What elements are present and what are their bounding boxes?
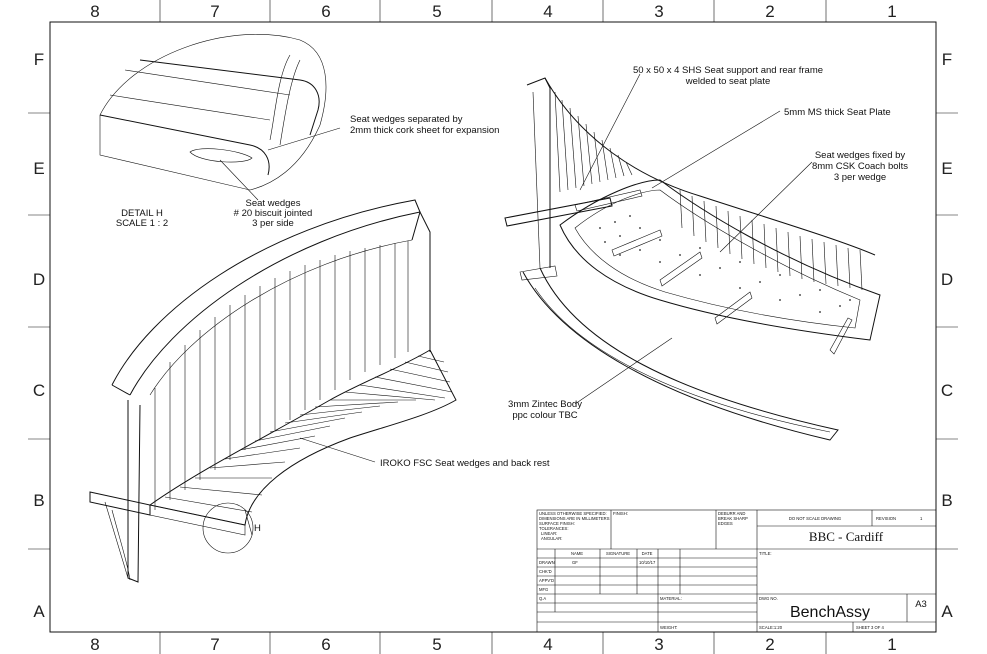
tb-col-date: DATE	[642, 551, 653, 556]
leader-iroko	[299, 437, 376, 463]
zone-labels-bottom: 8 7 6 5 4 3 2 1	[90, 635, 896, 654]
tb-finish: FINISH:	[613, 511, 628, 516]
tb-unless-1: UNLESS OTHERWISE SPECIFIED:	[539, 511, 607, 516]
leader-shs	[579, 73, 641, 191]
zone-row-d: D	[941, 270, 953, 289]
zone-row-f: F	[34, 50, 44, 69]
zone-col-5: 5	[432, 635, 441, 654]
tb-row-chkd: CHK'D	[539, 569, 552, 574]
zone-row-b: B	[941, 491, 952, 510]
tb-dwg-no-label: DWG NO.	[759, 596, 778, 601]
zone-col-2: 2	[765, 635, 774, 654]
tb-scale: SCALE:1:20	[759, 625, 783, 630]
zone-row-a: A	[941, 602, 953, 621]
tb-deburr-3: EDGES	[718, 521, 733, 526]
tb-drawn-date: 10/10/17	[639, 560, 656, 565]
note-biscuit-line2: # 20 biscuit jointed	[234, 208, 313, 219]
tb-material-label: MATERIAL:	[660, 596, 682, 601]
tb-deburr-2: BREAK SHARP	[718, 516, 748, 521]
note-coach-bolts-line1: Seat wedges fixed by	[815, 150, 906, 161]
zone-col-3: 3	[654, 635, 663, 654]
leader-coach-bolts	[719, 161, 813, 253]
zone-col-4: 4	[543, 635, 552, 654]
zone-row-e: E	[941, 159, 952, 178]
tb-row-drawn: DRAWN	[539, 560, 555, 565]
tb-do-not-scale: DO NOT SCALE DRAWING	[789, 516, 841, 521]
note-body-line1: 3mm Zintec Body	[508, 399, 582, 410]
tb-unless-2: DIMENSIONS ARE IN MILLIMETERS	[539, 516, 610, 521]
zone-row-a: A	[33, 602, 45, 621]
zone-col-8: 8	[90, 2, 99, 21]
zone-col-6: 6	[321, 635, 330, 654]
zone-row-d: D	[33, 270, 45, 289]
zone-col-1: 1	[887, 635, 896, 654]
detail-h-view	[99, 34, 341, 201]
zone-labels-top: 8 7 6 5 4 3 2 1	[90, 2, 896, 21]
tb-drawn-name: GF	[572, 560, 578, 565]
zone-col-7: 7	[210, 2, 219, 21]
sheet-border	[28, 0, 958, 654]
zone-row-e: E	[33, 159, 44, 178]
note-shs-line1: 50 x 50 x 4 SHS Seat support and rear fr…	[633, 65, 823, 76]
tb-unless-3: SURFACE FINISH:	[539, 521, 575, 526]
tb-company: BBC - Cardiff	[809, 529, 884, 544]
zone-row-f: F	[942, 50, 952, 69]
zone-row-c: C	[941, 381, 953, 400]
note-coach-bolts-line3: 3 per wedge	[834, 172, 886, 183]
tb-title-label: TITLE:	[759, 551, 772, 556]
tb-unless-4: TOLERANCES:	[539, 526, 568, 531]
detail-title: DETAIL H	[121, 208, 163, 219]
zone-labels-left: F E D C B A	[33, 50, 45, 621]
tb-unless-5: LINEAR:	[541, 531, 557, 536]
detail-callout-letter: H	[254, 523, 261, 534]
detail-scale: SCALE 1 : 2	[116, 218, 168, 229]
note-body-line2: ppc colour TBC	[512, 410, 577, 421]
note-coach-bolts-line2: 8mm CSK Coach bolts	[812, 161, 908, 172]
tb-sheet: SHEET 3 OF 4	[856, 625, 885, 630]
leader-biscuit	[219, 159, 259, 201]
tb-revision: 1	[920, 516, 923, 521]
tb-dwg-no: BenchAssy	[790, 604, 870, 621]
tb-col-name: NAME	[571, 551, 583, 556]
zone-col-4: 4	[543, 2, 552, 21]
note-biscuit-line1: Seat wedges	[246, 198, 301, 209]
title-block	[536, 509, 937, 633]
zone-row-c: C	[33, 381, 45, 400]
zone-labels-right: F E D C B A	[941, 50, 953, 621]
tb-deburr-1: DEBURR AND	[718, 511, 745, 516]
note-shs-line2: welded to seat plate	[685, 76, 771, 87]
leader-seat-plate	[651, 110, 781, 189]
tb-unless-6: ANGULAR:	[541, 536, 562, 541]
tb-row-qa: Q.A	[539, 596, 546, 601]
zone-row-b: B	[33, 491, 44, 510]
zone-col-3: 3	[654, 2, 663, 21]
bench-right-view	[504, 73, 881, 441]
note-biscuit-line3: 3 per side	[252, 218, 294, 229]
note-seat-plate: 5mm MS thick Seat Plate	[784, 107, 891, 118]
leader-cork	[267, 127, 341, 151]
zone-col-7: 7	[210, 635, 219, 654]
tb-col-signature: SIGNATURE	[606, 551, 630, 556]
leader-body	[574, 337, 673, 405]
zone-col-6: 6	[321, 2, 330, 21]
note-cork-line2: 2mm thick cork sheet for expansion	[350, 125, 499, 136]
detail-h-callout-circle	[202, 502, 254, 554]
zone-col-5: 5	[432, 2, 441, 21]
tb-row-mfg: MFG	[539, 587, 548, 592]
tb-row-appvd: APPV'D	[539, 578, 554, 583]
tb-weight-label: WEIGHT:	[660, 625, 677, 630]
note-iroko: IROKO FSC Seat wedges and back rest	[380, 458, 550, 469]
zone-col-1: 1	[887, 2, 896, 21]
tb-size: A3	[915, 599, 927, 610]
zone-col-8: 8	[90, 635, 99, 654]
zone-col-2: 2	[765, 2, 774, 21]
note-cork-line1: Seat wedges separated by	[350, 114, 463, 125]
bench-left-view	[89, 199, 457, 583]
tb-revision-label: REVISION	[876, 516, 896, 521]
